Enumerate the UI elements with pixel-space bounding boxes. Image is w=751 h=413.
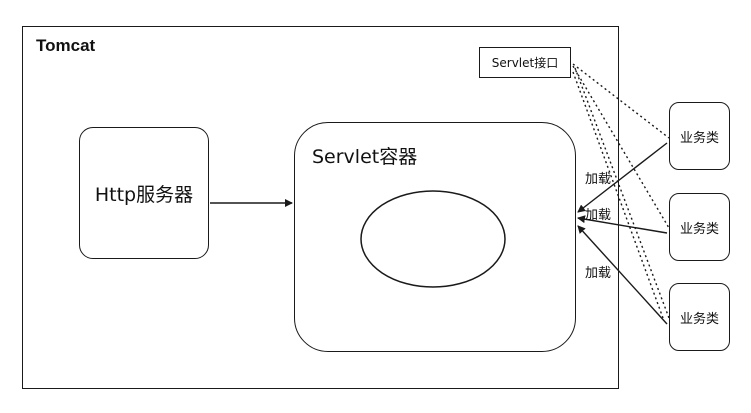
business-class-label-3: 业务类 (679, 311, 719, 327)
business-class-label-1: 业务类 (679, 130, 719, 146)
servlet-interface-box: Servlet接口 (479, 47, 571, 78)
dotted-link-interface-biz-1 (572, 63, 670, 139)
servlet-instance-ellipse (360, 190, 506, 288)
tomcat-container-frame (22, 26, 619, 389)
servlet-container-label: Servlet容器 (312, 146, 418, 168)
load-label-1: 加载 (585, 172, 612, 187)
servlet-interface-label: Servlet接口 (491, 56, 559, 70)
business-class-box-3: 业务类 (669, 283, 730, 351)
dotted-link-interface-biz-3b (572, 71, 664, 319)
tomcat-title: Tomcat (36, 36, 96, 55)
load-label-2: 加载 (585, 208, 612, 223)
business-class-label-2: 业务类 (679, 221, 719, 237)
load-label-3: 加载 (585, 266, 612, 281)
load-arrow-biz-2 (577, 215, 668, 234)
business-class-box-1: 业务类 (669, 102, 730, 170)
http-server-label: Http服务器 (94, 183, 194, 206)
load-arrow-biz-3 (577, 225, 668, 325)
http-server-box: Http服务器 (79, 127, 209, 259)
load-arrow-biz-1 (577, 142, 668, 213)
dotted-link-interface-biz-2 (572, 65, 670, 229)
business-class-box-2: 业务类 (669, 193, 730, 261)
